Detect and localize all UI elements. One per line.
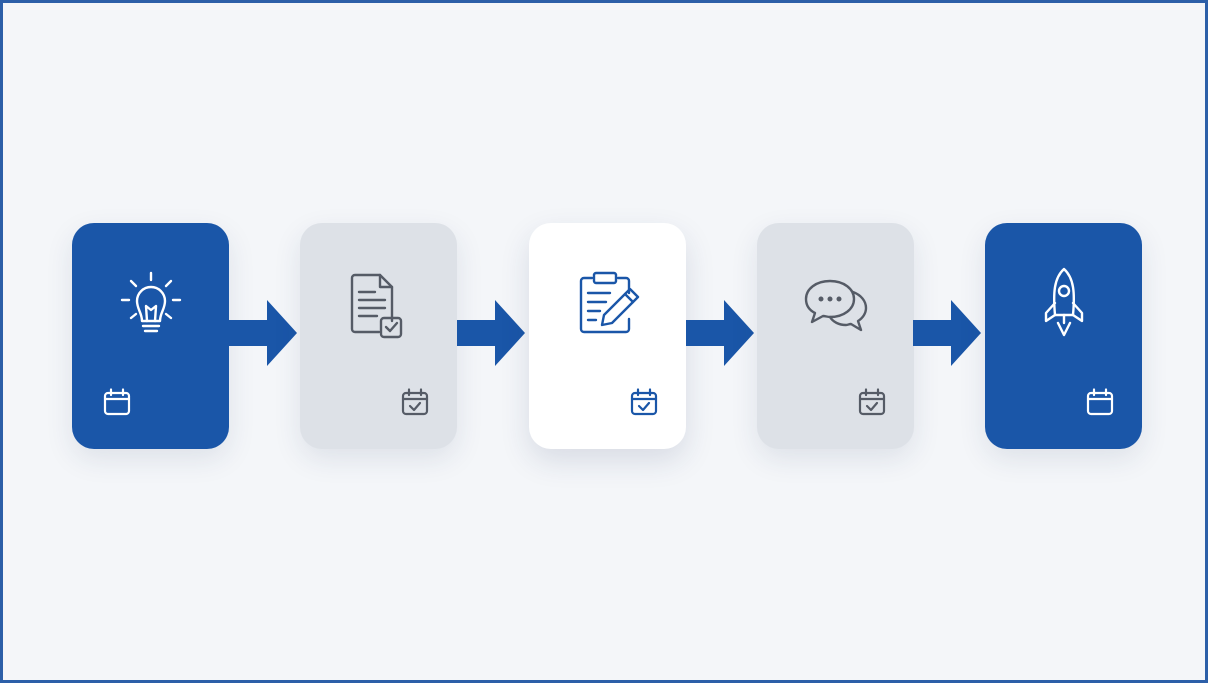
lightbulb-icon — [120, 271, 181, 333]
document-check-icon — [350, 273, 402, 339]
calendar-check-icon — [630, 388, 658, 416]
calendar-icon — [1086, 388, 1114, 416]
step-card-idea — [72, 223, 229, 449]
rocket-icon — [1044, 267, 1083, 337]
step-card-discussion — [757, 223, 914, 449]
calendar-check-icon — [858, 388, 886, 416]
calendar-icon — [103, 388, 131, 416]
step-card-edit — [529, 223, 686, 449]
clipboard-pencil-icon — [579, 271, 639, 334]
arrow-right-icon — [457, 300, 525, 366]
arrow-right-icon — [229, 300, 297, 366]
arrow-right-icon — [913, 300, 981, 366]
arrow-right-icon — [686, 300, 754, 366]
step-card-launch — [985, 223, 1142, 449]
step-card-document — [300, 223, 457, 449]
calendar-check-icon — [401, 388, 429, 416]
chat-bubbles-icon — [804, 279, 867, 332]
